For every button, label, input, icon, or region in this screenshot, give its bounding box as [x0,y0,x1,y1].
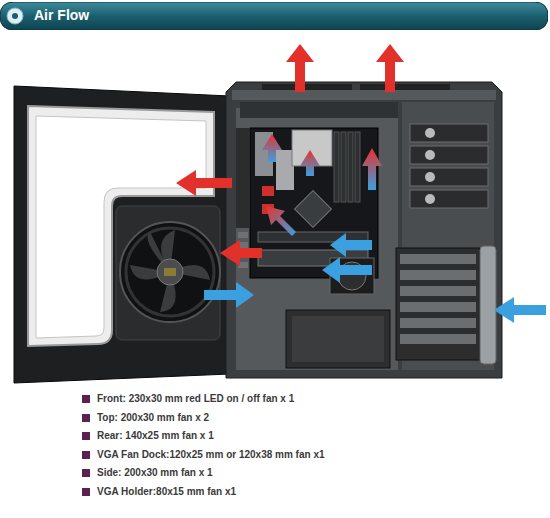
intake-arrows [204,233,546,323]
spec-text: Front: 230x30 mm red LED on / off fan x … [97,393,294,404]
spec-row: VGA Holder:80x15 mm fan x1 [82,485,542,504]
spec-text: VGA Holder:80x15 mm fan x1 [97,486,236,497]
spec-list: Front: 230x30 mm red LED on / off fan x … [82,392,542,503]
side-fan [120,222,220,322]
spec-text: Rear: 140x25 mm fan x 1 [97,430,214,441]
list-bullet [82,414,90,422]
list-bullet [82,488,90,496]
list-bullet [82,451,90,459]
spec-text: VGA Fan Dock:120x25 mm or 120x38 mm fan … [97,449,325,460]
spec-row: Front: 230x30 mm red LED on / off fan x … [82,392,542,411]
exhaust-arrows [176,44,404,266]
side-panel [14,86,230,383]
list-bullet [82,432,90,440]
spec-row: VGA Fan Dock:120x25 mm or 120x38 mm fan … [82,448,542,467]
case-body [226,82,502,378]
diagram-title: Air Flow [34,6,89,24]
spec-row: Side: 200x30 mm fan x 1 [82,466,542,485]
spec-row: Rear: 140x25 mm fan x 1 [82,429,542,448]
spec-text: Top: 200x30 mm fan x 2 [97,412,209,423]
list-bullet [82,395,90,403]
spec-text: Side: 200x30 mm fan x 1 [97,467,213,478]
list-bullet [82,469,90,477]
internal-arrows [262,134,382,236]
spec-row: Top: 200x30 mm fan x 2 [82,411,542,430]
